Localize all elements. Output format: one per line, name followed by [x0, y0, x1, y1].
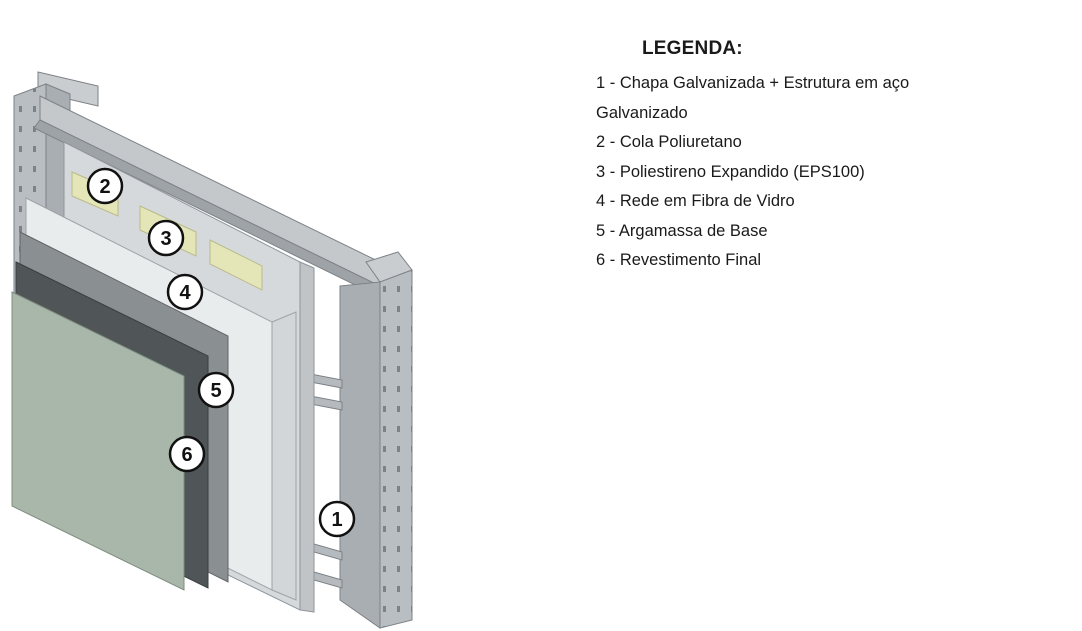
svg-text:3: 3 — [160, 228, 171, 250]
svg-text:6: 6 — [181, 444, 192, 466]
wall-layers-diagram: 2 3 4 5 6 1 — [11, 71, 413, 629]
legend-item-4: 4 - Rede em Fibra de Vidro — [596, 192, 795, 210]
legend-item-3: 3 - Poliestireno Expandido (EPS100) — [596, 162, 865, 181]
callout-5: 5 — [197, 371, 235, 409]
svg-text:2: 2 — [99, 176, 110, 198]
svg-text:1: 1 — [331, 509, 342, 531]
eps-layer-edge — [271, 311, 297, 601]
callout-6: 6 — [168, 435, 206, 473]
svg-text:5: 5 — [210, 380, 221, 402]
legend-item-2: 2 - Cola Poliuretano — [596, 133, 742, 151]
galvanized-sheet-edge — [299, 261, 315, 613]
svg-text:4: 4 — [179, 282, 191, 304]
callout-1: 1 — [318, 500, 356, 538]
callout-2: 2 — [86, 167, 124, 205]
right-steel-column — [339, 251, 413, 629]
legend-item-5: 5 - Argamassa de Base — [596, 221, 768, 240]
legend: LEGENDA: 1 - Chapa Galvanizada + Estrutu… — [596, 38, 1076, 276]
legend-item-6: 6 - Revestimento Final — [596, 251, 762, 269]
legend-title: LEGENDA: — [642, 38, 743, 59]
final-finish-layer — [11, 291, 185, 591]
callout-4: 4 — [166, 273, 204, 311]
legend-item-1: 1 - Chapa Galvanizada + Estrutura em aço — [596, 74, 910, 92]
callout-3: 3 — [147, 219, 185, 257]
legend-item-1-continued: Galvanizado — [596, 103, 688, 122]
